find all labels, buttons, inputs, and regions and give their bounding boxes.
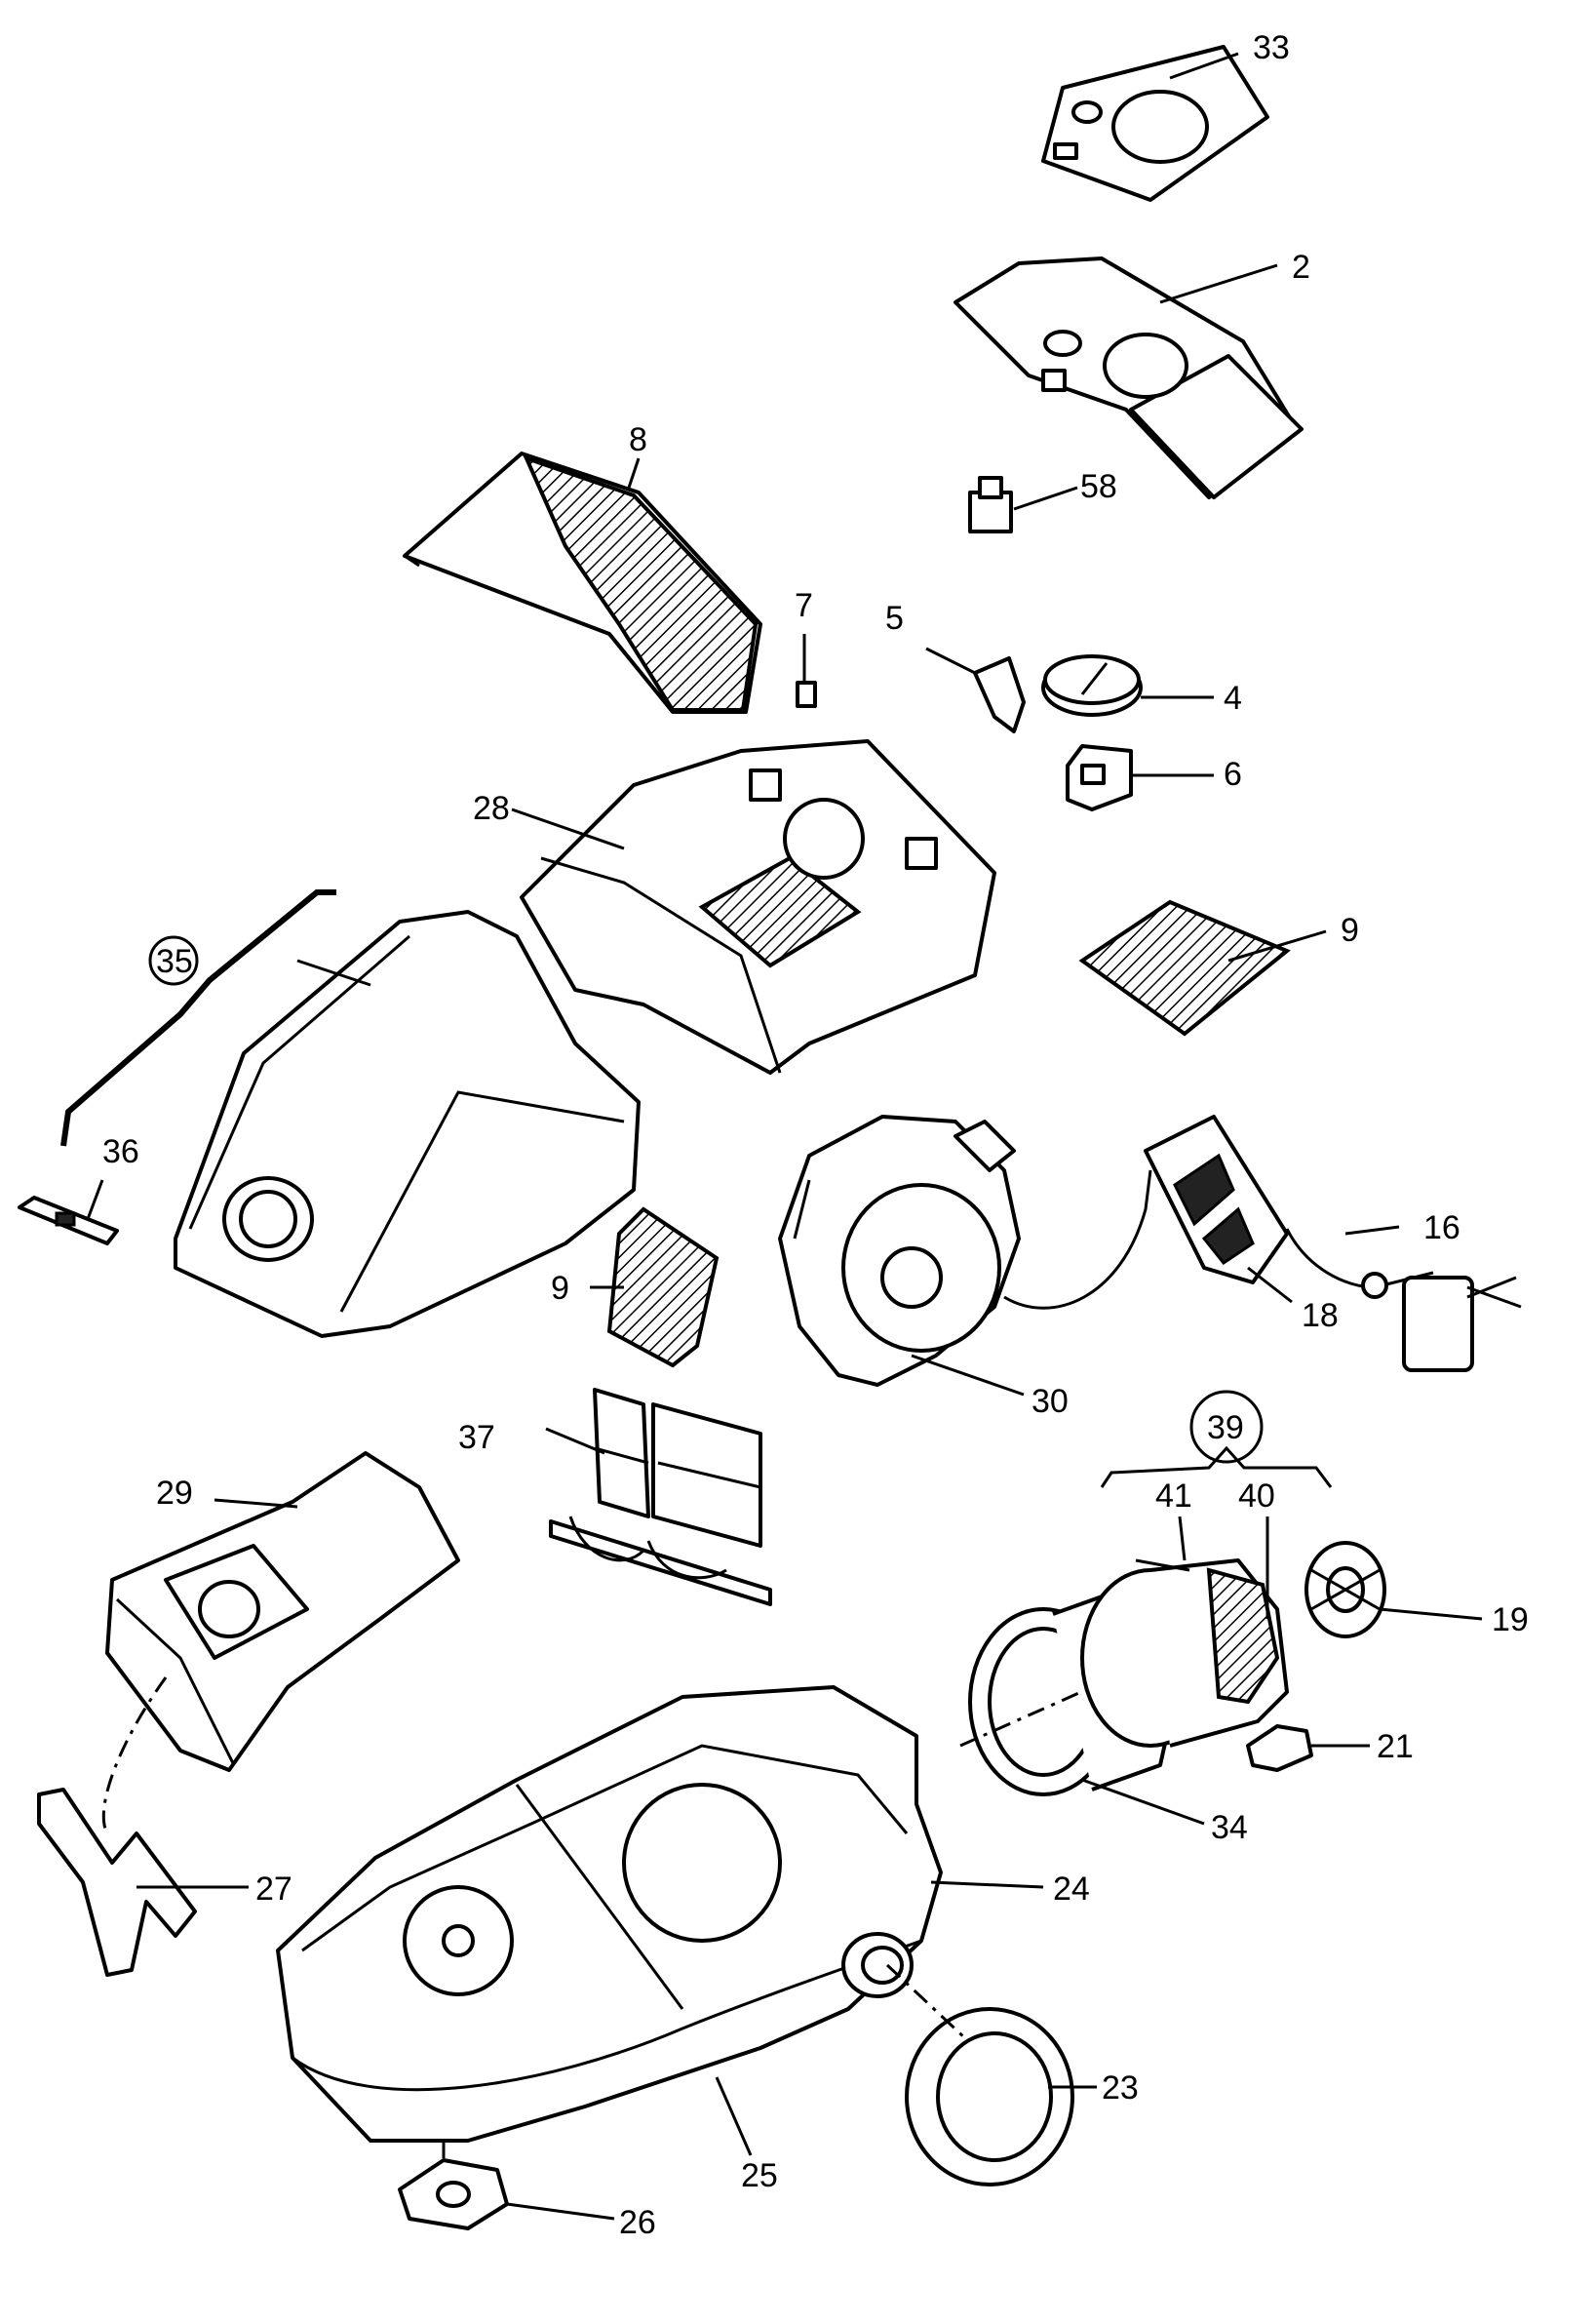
part-41-motor-body (1080, 1558, 1289, 1748)
label-25: 25 (741, 2157, 778, 2194)
part-2-top-shell (954, 256, 1304, 499)
part-58-clip (968, 476, 1013, 533)
bag-mount-line (101, 1676, 168, 1830)
label-9-upper: 9 (1341, 912, 1359, 949)
leader-28 (511, 807, 625, 850)
leader-lid (296, 959, 371, 987)
part-19-fan (1304, 1541, 1386, 1638)
label-5: 5 (885, 600, 904, 637)
wheel-mount-line (885, 1963, 967, 2040)
power-cord (1003, 1169, 1152, 1310)
part-27-bag-holder (37, 1788, 197, 1977)
label-4: 4 (1224, 680, 1242, 717)
part-wheel-axle (841, 1932, 914, 1998)
label-18: 18 (1302, 1297, 1339, 1334)
part-35-wire-rod (60, 889, 336, 1147)
label-40: 40 (1238, 1477, 1275, 1515)
leader-41 (1178, 1516, 1187, 1561)
leader-24 (930, 1880, 1044, 1889)
part-main-lid (174, 910, 641, 1338)
label-37: 37 (458, 1419, 495, 1456)
label-34: 34 (1211, 1809, 1248, 1846)
label-23: 23 (1102, 2069, 1139, 2107)
leader-5 (925, 647, 976, 675)
part-21-clip (1246, 1724, 1313, 1772)
leader-16 (1344, 1225, 1400, 1236)
part-4-knob (1041, 654, 1143, 717)
part-6-switch (1066, 744, 1133, 811)
leader-19 (1379, 1607, 1483, 1621)
part-18-panel (1144, 1115, 1289, 1284)
label-41: 41 (1155, 1477, 1192, 1515)
leader-33 (1169, 52, 1239, 80)
label-6: 6 (1224, 756, 1242, 793)
label-8: 8 (629, 421, 647, 458)
part-24-base-body (276, 1685, 943, 2143)
label-39: 39 (1207, 1409, 1244, 1446)
label-2: 2 (1292, 249, 1310, 286)
label-24: 24 (1053, 1871, 1090, 1908)
label-35: 35 (156, 943, 193, 980)
part-7-spring (796, 634, 817, 708)
label-29: 29 (156, 1475, 193, 1512)
label-19: 19 (1492, 1601, 1529, 1638)
part-8-grille-cover (403, 452, 762, 714)
part-36-pin (18, 1196, 119, 1245)
label-36: 36 (102, 1133, 139, 1170)
label-9-lower: 9 (551, 1270, 569, 1307)
part-37-filter-rack (549, 1388, 772, 1606)
part-26-front-caster (398, 2158, 509, 2230)
part-16-cord-plug (1285, 1228, 1522, 1372)
leader-18 (1247, 1266, 1293, 1304)
leader-9a (1227, 929, 1327, 963)
label-26: 26 (619, 2204, 656, 2241)
label-28: 28 (473, 790, 510, 827)
leader-2 (1159, 263, 1278, 304)
leader-58 (1013, 486, 1078, 511)
part-28-housing-top (520, 739, 996, 1075)
motor-axis-line (959, 1685, 1093, 1748)
part-30-cord-reel (778, 1115, 1021, 1387)
part-29-dust-bag (105, 1451, 460, 1772)
leader-37 (545, 1427, 605, 1455)
leader-26 (506, 2202, 615, 2221)
leader-29 (214, 1498, 298, 1509)
part-5-latch (973, 656, 1026, 733)
leader-36 (86, 1179, 104, 1220)
label-58: 58 (1080, 468, 1117, 505)
label-7: 7 (795, 587, 813, 624)
label-30: 30 (1032, 1383, 1069, 1420)
part-9-filter-mesh-upper (1078, 899, 1291, 1037)
label-21: 21 (1377, 1728, 1414, 1765)
leader-25 (715, 2076, 753, 2156)
leader-30 (911, 1354, 1025, 1397)
leader-34 (1081, 1778, 1205, 1826)
label-16: 16 (1423, 1209, 1460, 1246)
label-27: 27 (255, 1871, 292, 1908)
part-23-wheel (905, 2007, 1074, 2186)
label-33: 33 (1253, 29, 1290, 66)
part-39-group-bracket (1100, 1390, 1333, 1488)
part-9-filter-lower (606, 1206, 720, 1368)
part-33-cover-plate (1041, 45, 1269, 202)
leader-8 (627, 457, 641, 489)
